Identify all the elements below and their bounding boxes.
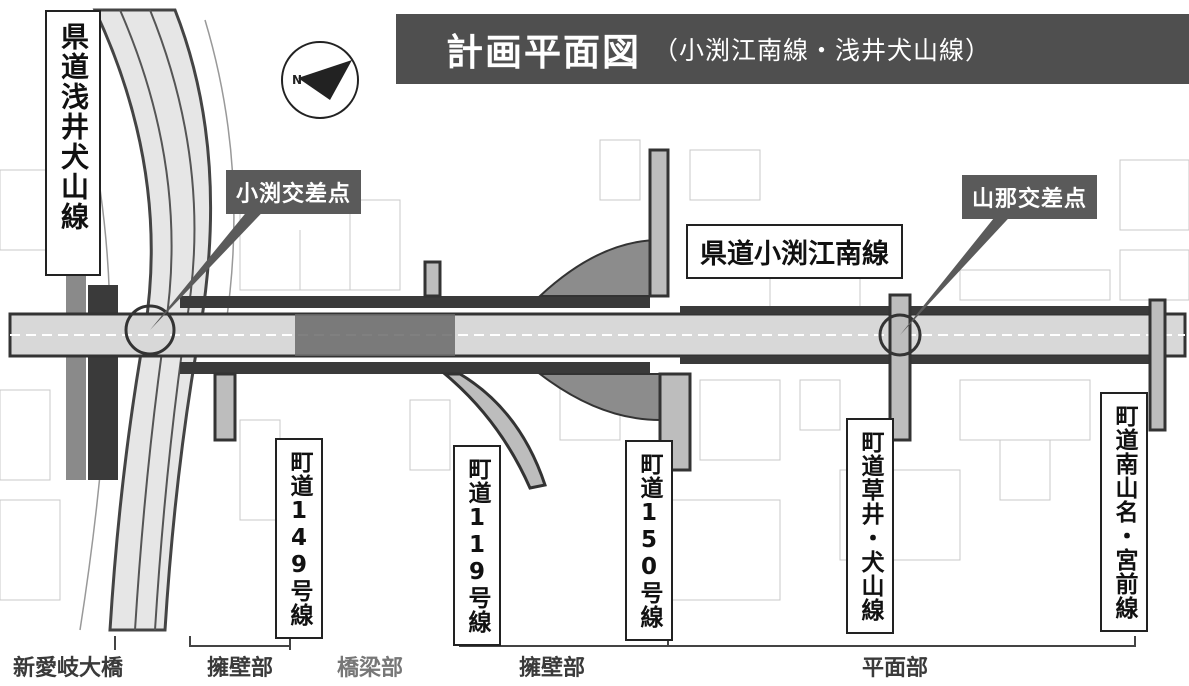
section-label-girder: 橋梁部	[336, 656, 404, 681]
road-label-minami: 町道南山名・宮前線	[1100, 392, 1148, 632]
callout-yamana-intersection: 山那交差点	[962, 175, 1098, 219]
road-label-obuchi-konan: 県道小渕江南線	[686, 224, 903, 279]
road-label-kusai: 町道草井・犬山線	[846, 418, 894, 634]
section-label-retaining-2: 擁壁部	[518, 656, 586, 681]
callout-pointer-obuchi	[150, 198, 276, 330]
section-label-bridge: 新愛岐大橋	[12, 656, 124, 681]
road-label-town150: 町道150号線	[625, 440, 673, 641]
section-label-flat: 平面部	[861, 656, 929, 681]
title-banner: 計画平面図 （小渕江南線・浅井犬山線）	[396, 14, 1189, 84]
road-label-town119: 町道119号線	[453, 445, 501, 646]
ramp-areas	[537, 238, 661, 422]
callout-pointer-yamana	[900, 208, 1018, 335]
main-road	[8, 296, 1187, 374]
section-label-retaining-1: 擁壁部	[206, 656, 274, 681]
intersection-yamana	[878, 313, 922, 357]
side-roads	[213, 148, 1167, 490]
intersection-obuchi	[124, 304, 176, 356]
north-arrow-icon: N	[281, 41, 359, 119]
page-subtitle: （小渕江南線・浅井犬山線）	[653, 36, 992, 65]
road-label-asai: 県道浅井犬山線	[45, 10, 101, 276]
svg-text:N: N	[292, 73, 302, 87]
page-title: 計画平面図	[446, 31, 641, 74]
bridge-approach	[66, 240, 86, 480]
road-label-town149: 町道149号線	[275, 438, 323, 639]
callout-obuchi-intersection: 小渕交差点	[226, 170, 362, 214]
